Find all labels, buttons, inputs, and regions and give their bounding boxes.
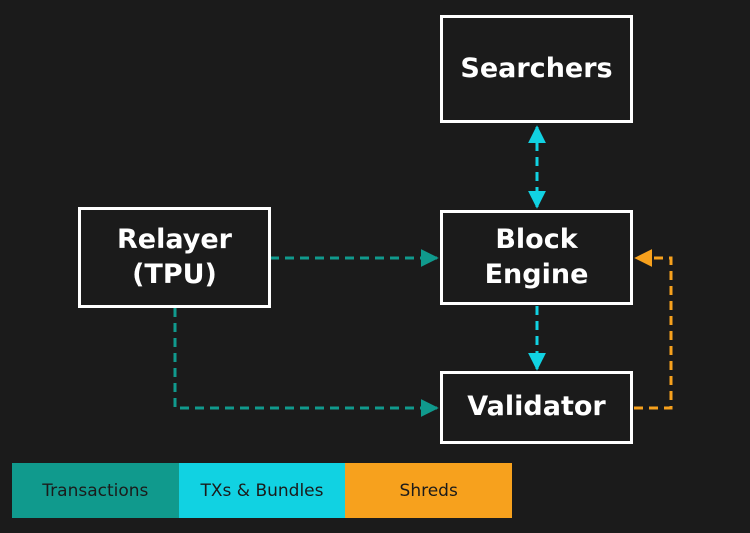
legend-item-shreds: Shreds <box>345 463 513 518</box>
block-engine-node: Block Engine <box>440 210 633 305</box>
legend: Transactions TXs & Bundles Shreds <box>12 463 513 518</box>
relayer-node: Relayer (TPU) <box>78 207 271 308</box>
relayer-validator-arrow <box>173 308 439 417</box>
legend-item-transactions: Transactions <box>12 463 179 518</box>
searchers-node: Searchers <box>440 15 633 123</box>
legend-item-txs-bundles: TXs & Bundles <box>178 463 346 518</box>
validator-node: Validator <box>440 371 633 444</box>
validator-block-engine-arrow <box>634 249 673 410</box>
